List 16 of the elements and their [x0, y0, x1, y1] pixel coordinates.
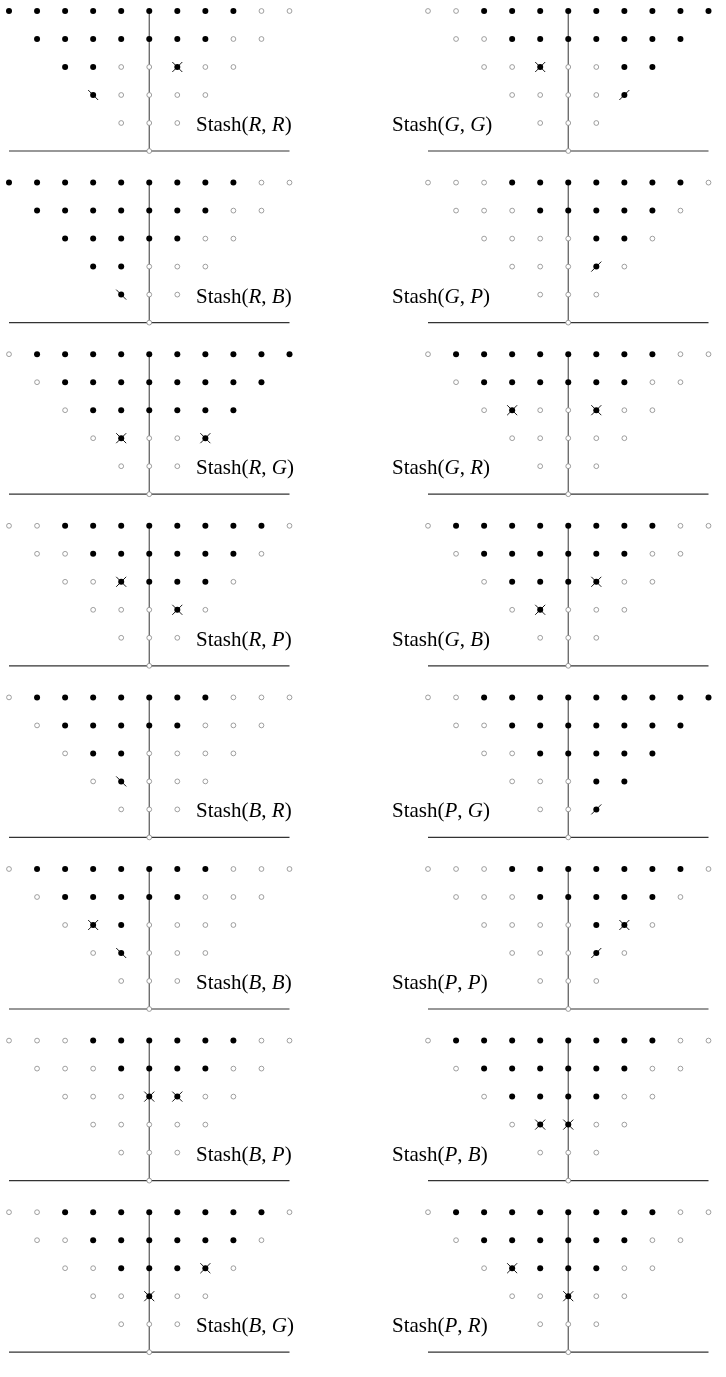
panel-label: Stash(P, R) — [392, 1313, 488, 1338]
panel-label: Stash(R, B) — [196, 283, 292, 308]
panel-label: Stash(B, B) — [196, 970, 292, 994]
panel-label: Stash(P, G) — [392, 798, 490, 823]
panel-label: Stash(G, R) — [392, 455, 490, 480]
panel-label: Stash(G, P) — [392, 283, 490, 308]
panel-label: Stash(B, G) — [196, 1313, 294, 1338]
panel-label: Stash(B, R) — [196, 798, 292, 823]
panel-label: Stash(B, P) — [196, 1141, 292, 1166]
panel-label: Stash(G, G) — [392, 112, 493, 136]
panel-label: Stash(P, P) — [392, 970, 488, 994]
panel-label: Stash(R, G) — [196, 455, 294, 480]
panel-label: Stash(R, P) — [196, 626, 292, 651]
panel-label: Stash(G, B) — [392, 626, 490, 651]
panel-label: Stash(R, R) — [196, 112, 292, 136]
panel-label: Stash(P, B) — [392, 1141, 488, 1166]
